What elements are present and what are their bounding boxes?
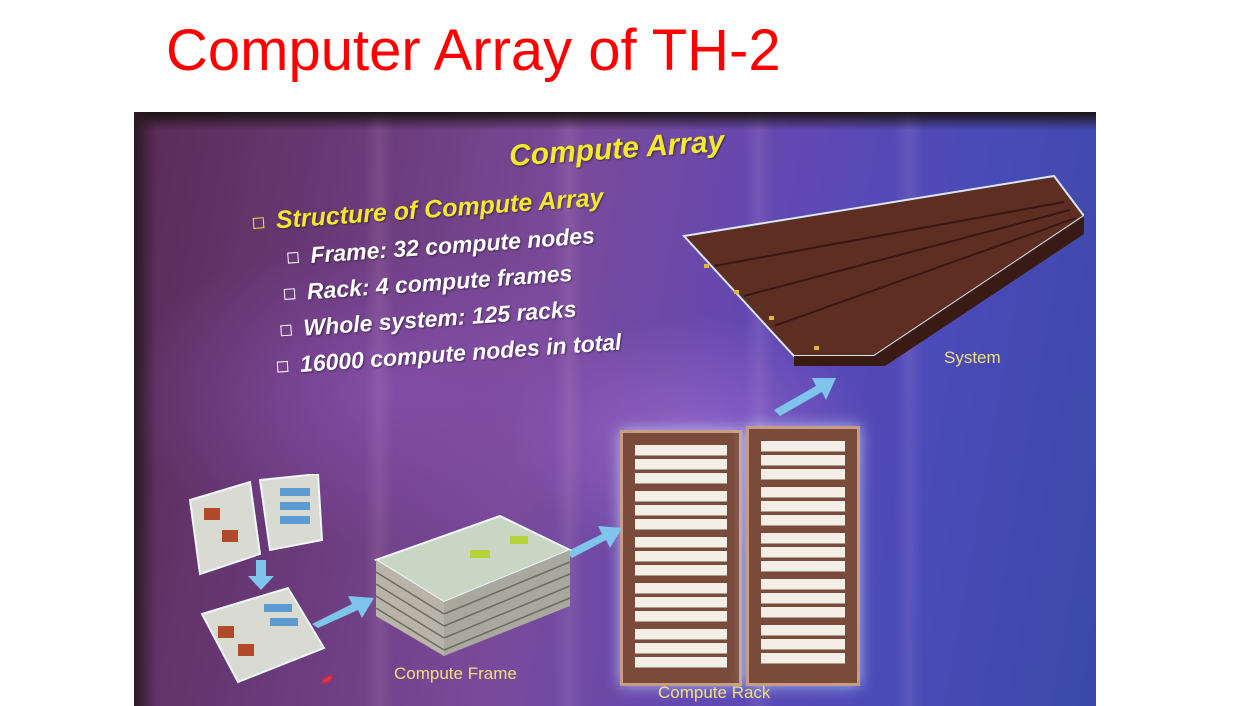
compute-node-boards bbox=[188, 474, 324, 576]
system-illustration bbox=[682, 174, 1084, 366]
square-bullet-icon bbox=[287, 252, 299, 265]
system-row-lines bbox=[713, 201, 1077, 327]
square-bullet-icon bbox=[252, 217, 265, 229]
caption-system: System bbox=[944, 348, 1001, 367]
square-bullet-icon bbox=[276, 361, 289, 374]
compute-rack-left bbox=[620, 430, 742, 686]
slide-photo: Compute Array Structure of Compute Array… bbox=[134, 112, 1096, 706]
page-title: Computer Array of TH-2 bbox=[166, 18, 781, 83]
compute-node-board bbox=[200, 586, 326, 684]
square-bullet-icon bbox=[280, 324, 293, 337]
bullet-list: Structure of Compute Array Frame: 32 com… bbox=[252, 183, 622, 381]
system-lights bbox=[704, 264, 819, 350]
screen-left-edge bbox=[134, 112, 156, 706]
arrow-icon bbox=[774, 378, 836, 416]
caption-rack: Compute Rack bbox=[658, 683, 771, 702]
arrow-icon bbox=[566, 526, 622, 558]
screen-top-edge bbox=[134, 112, 1096, 130]
square-bullet-icon bbox=[283, 288, 296, 301]
arrow-icon bbox=[248, 560, 274, 590]
arrow-icon bbox=[312, 596, 374, 628]
compute-frame-illustration bbox=[373, 514, 573, 656]
caption-frame: Compute Frame bbox=[394, 664, 517, 683]
compute-rack-right bbox=[746, 426, 860, 686]
